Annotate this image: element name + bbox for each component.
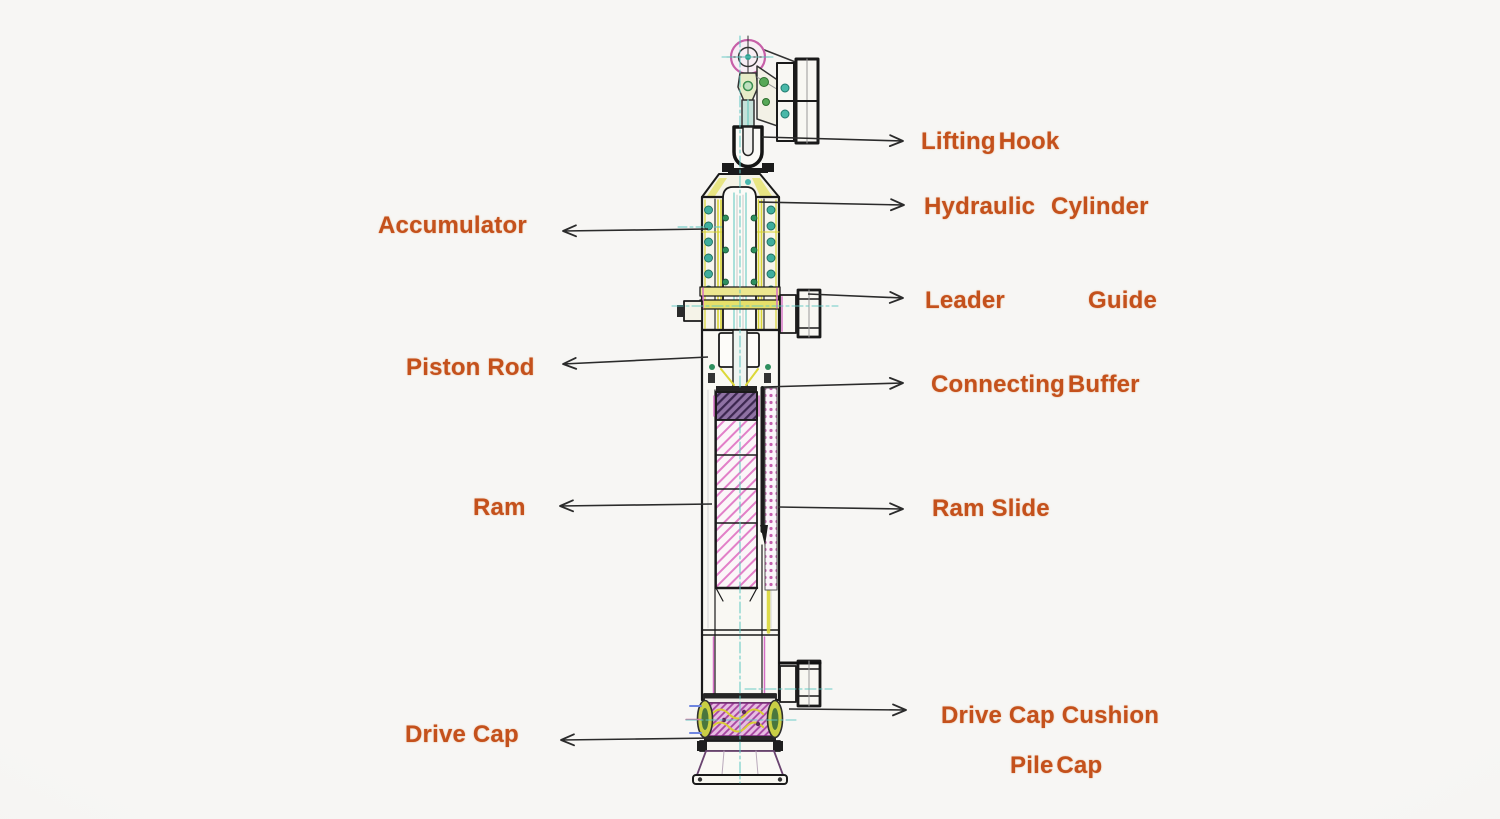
arrow-ram: [559, 499, 713, 513]
label-drive-cap: Drive Cap: [405, 721, 519, 748]
centerlines: [671, 35, 839, 784]
arrow-leader-guide: [807, 291, 904, 304]
label-leader: Leader: [925, 287, 1005, 314]
leader-arrows: [559, 134, 907, 747]
label-guide: Guide: [1088, 287, 1158, 314]
arrow-connecting-buffer: [763, 376, 904, 390]
arrow-ram-slide: [777, 502, 904, 516]
part-mount-bracket: [756, 57, 820, 145]
arrow-piston-rod: [562, 356, 709, 370]
label-lifting-hook: Lifting Hook: [921, 128, 1060, 155]
arrow-hydraulic-cylinder: [758, 198, 905, 212]
part-connecting-buffer: [713, 386, 760, 421]
label-pile-cap: Pile Cap: [1010, 752, 1103, 779]
arrow-drive-cap-cushion: [788, 703, 907, 717]
label-accumulator: Accumulator: [378, 212, 527, 239]
part-lower-bracket: [778, 659, 822, 708]
arrow-accumulator: [562, 224, 709, 238]
label-hydraulic-cylinder: Hydraulic Cylinder: [924, 193, 1149, 220]
label-ram: Ram: [473, 494, 526, 521]
arrow-lifting-hook: [761, 134, 904, 148]
arrow-drive-cap: [560, 733, 715, 747]
part-ram-slide: [760, 386, 778, 591]
label-connecting-buffer: Connecting Buffer: [931, 371, 1140, 398]
label-drive-cap-cushion: Drive Cap Cushion: [941, 702, 1160, 729]
label-piston-rod: Piston Rod: [406, 354, 535, 381]
label-ram-slide: Ram Slide: [932, 495, 1050, 522]
part-ram: [714, 419, 759, 602]
part-drive-cap-cushion: [685, 693, 784, 741]
